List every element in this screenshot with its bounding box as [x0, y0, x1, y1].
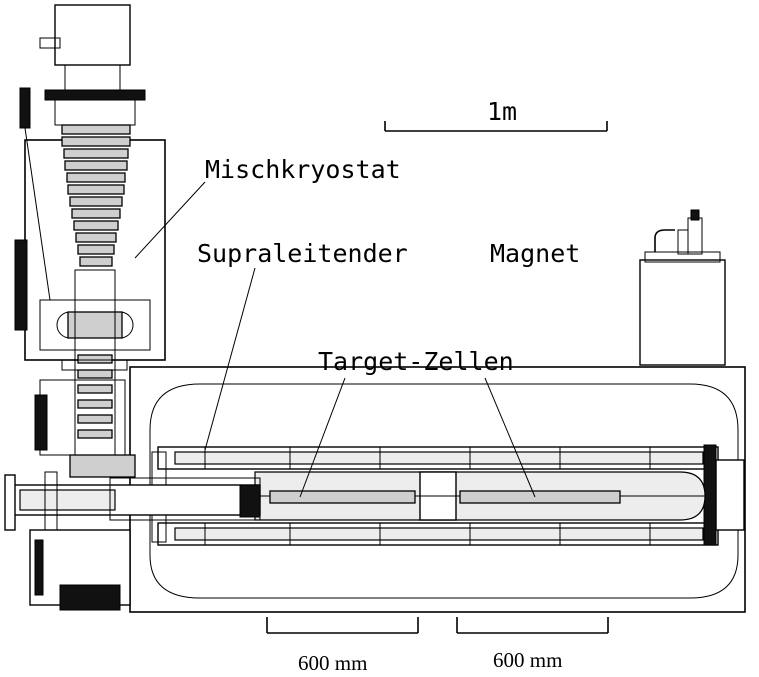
leader-lines	[134, 181, 536, 498]
magnet-housing	[129, 366, 746, 613]
label-dimension-left: 600 mm	[298, 651, 367, 675]
heat-exchanger-stack	[61, 124, 131, 267]
target-cell-left	[269, 490, 416, 504]
target-tube	[254, 471, 706, 521]
beam-line	[4, 471, 261, 531]
label-mischkryostat: Mischkryostat	[205, 155, 401, 184]
scale-bar-1m	[384, 121, 608, 132]
leader-supraleitender	[204, 267, 256, 451]
leader-target-left	[299, 377, 346, 498]
leader-mischkryostat	[134, 181, 206, 259]
leader-target-right	[484, 377, 536, 498]
dimension-600mm-right	[456, 617, 609, 634]
label-dimension-right: 600 mm	[493, 648, 562, 672]
target-cell-right	[459, 490, 621, 504]
label-supraleitender: Supraleitender	[197, 239, 408, 268]
mixing-cryostat	[14, 4, 166, 611]
scale-bar-label: 1m	[487, 97, 517, 126]
dimension-600mm-left	[266, 617, 419, 634]
helium-reservoir	[639, 209, 726, 366]
label-magnet: Magnet	[490, 239, 580, 268]
label-target-zellen: Target-Zellen	[318, 347, 514, 376]
